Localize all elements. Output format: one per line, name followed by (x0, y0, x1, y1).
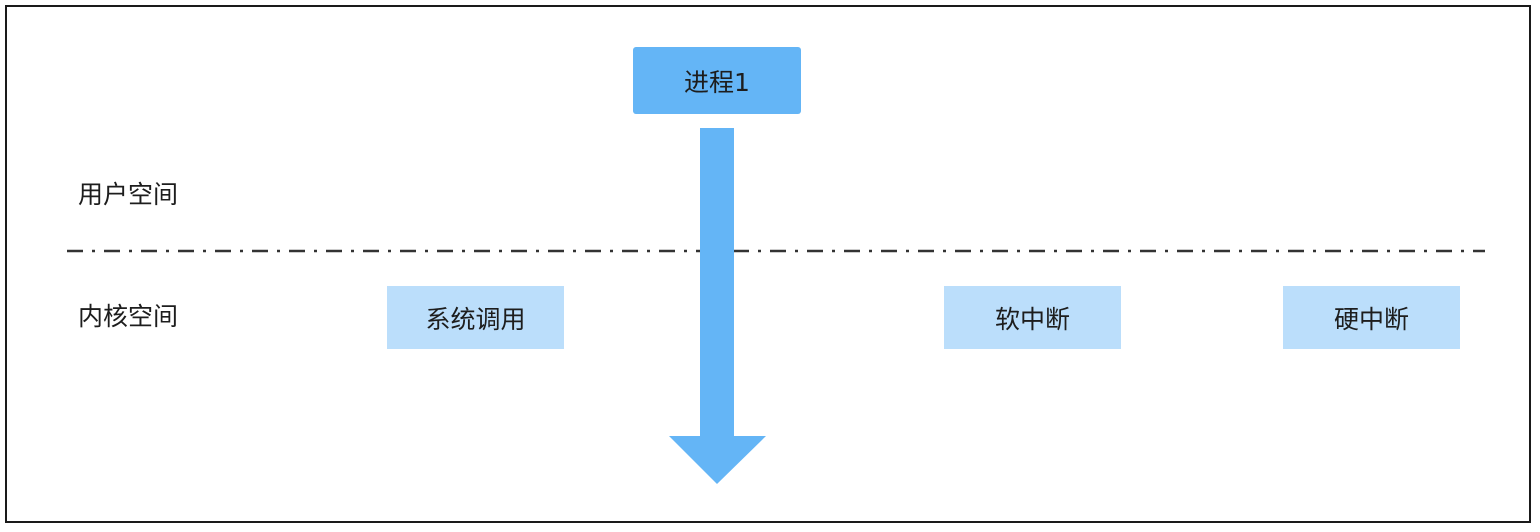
user-space-label: 用户空间 (78, 180, 179, 209)
process-box: 进程1 (633, 47, 801, 114)
soft-interrupt-label: 软中断 (994, 304, 1070, 334)
kernel-space-label: 内核空间 (78, 302, 179, 331)
system-call-label: 系统调用 (425, 304, 526, 334)
hard-interrupt-label: 硬中断 (1333, 304, 1409, 334)
hard-interrupt-box: 硬中断 (1283, 286, 1460, 349)
arrow-head (669, 436, 766, 484)
process-label: 进程1 (684, 67, 750, 97)
soft-interrupt-box: 软中断 (944, 286, 1121, 349)
system-call-box: 系统调用 (387, 286, 564, 349)
arrow-shaft (700, 128, 734, 440)
